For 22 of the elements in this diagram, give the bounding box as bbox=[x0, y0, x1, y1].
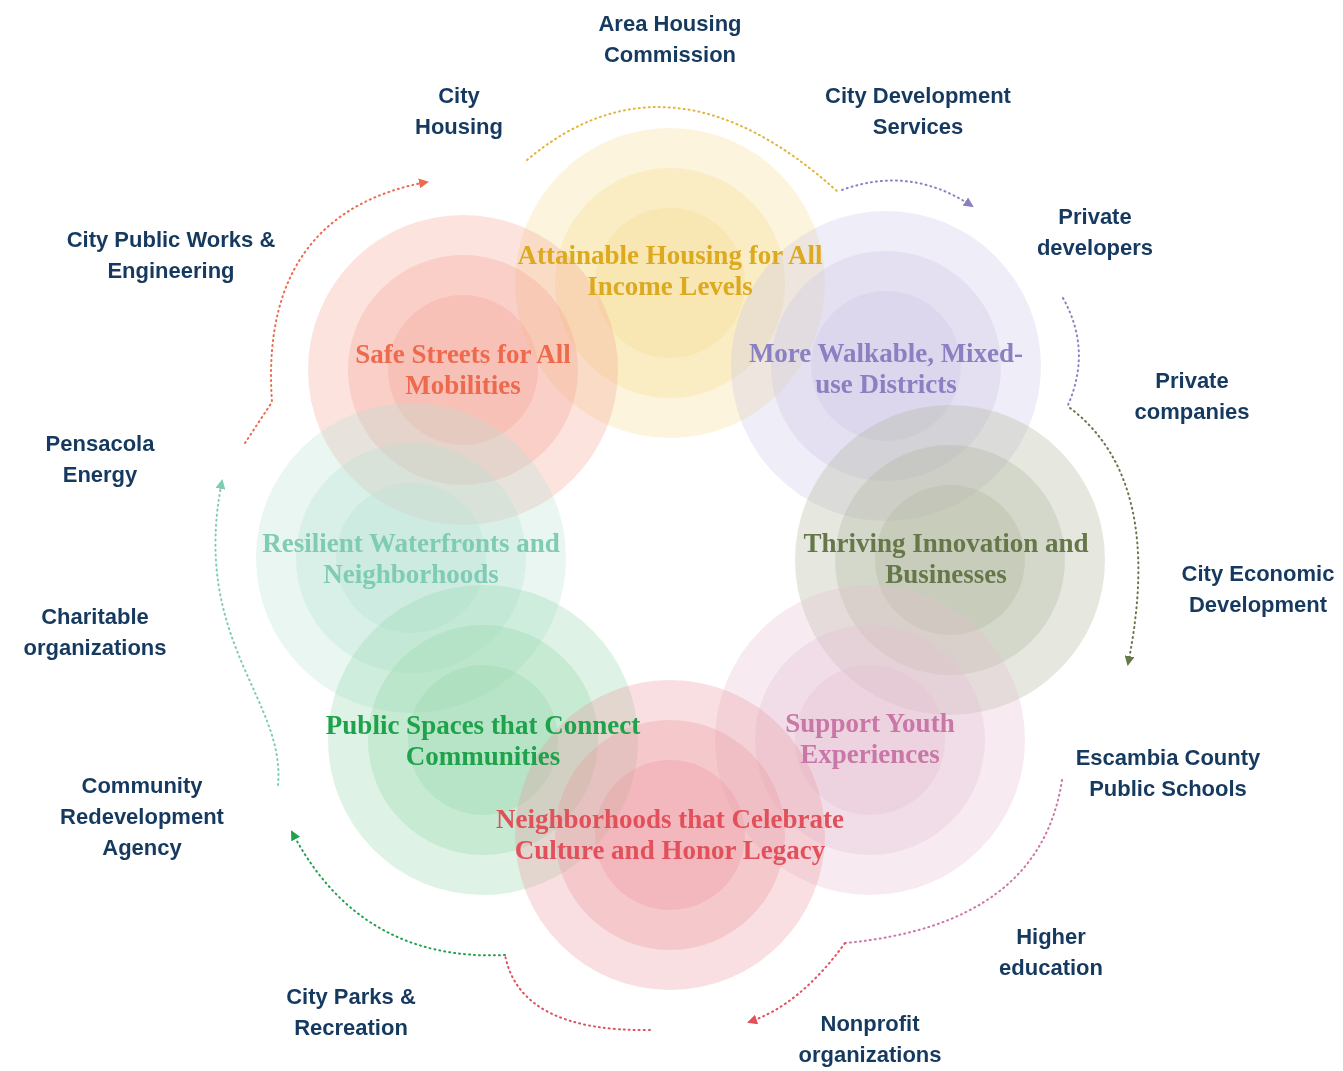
partner-label: City Public Works & Engineering bbox=[65, 226, 277, 285]
partner-label: Community Redevelopment Agency bbox=[59, 772, 225, 862]
goal-title: Thriving Innovation and Businesses bbox=[802, 528, 1090, 590]
partner-label: Area Housing Commission bbox=[597, 10, 743, 69]
partner-label: Escambia County Public Schools bbox=[1074, 744, 1262, 803]
partner-label: City Economic Development bbox=[1180, 560, 1336, 619]
partner-label: Private companies bbox=[1133, 367, 1251, 426]
partner-label: Pensacola Energy bbox=[44, 430, 156, 489]
goal-title: Support Youth Experiences bbox=[784, 708, 956, 770]
partner-label: Charitable organizations bbox=[22, 603, 168, 662]
partner-label: Higher education bbox=[998, 923, 1104, 982]
partner-label: Nonprofit organizations bbox=[797, 1010, 943, 1069]
partner-label: City Housing bbox=[414, 82, 504, 141]
partner-label: City Development Services bbox=[824, 82, 1012, 141]
partner-label: City Parks & Recreation bbox=[285, 983, 417, 1042]
goal-title: Resilient Waterfronts and Neighborhoods bbox=[261, 528, 561, 590]
goal-title: More Walkable, Mixed-use Districts bbox=[747, 338, 1025, 400]
goal-title: Safe Streets for All Mobilities bbox=[354, 339, 572, 401]
goal-title: Public Spaces that Connect Communities bbox=[324, 710, 642, 772]
partner-label: Private developers bbox=[1035, 203, 1155, 262]
goal-title: Neighborhoods that Celebrate Culture and Honor Legacy bbox=[495, 804, 845, 866]
goal-title: Attainable Housing for All Income Levels bbox=[516, 240, 824, 302]
